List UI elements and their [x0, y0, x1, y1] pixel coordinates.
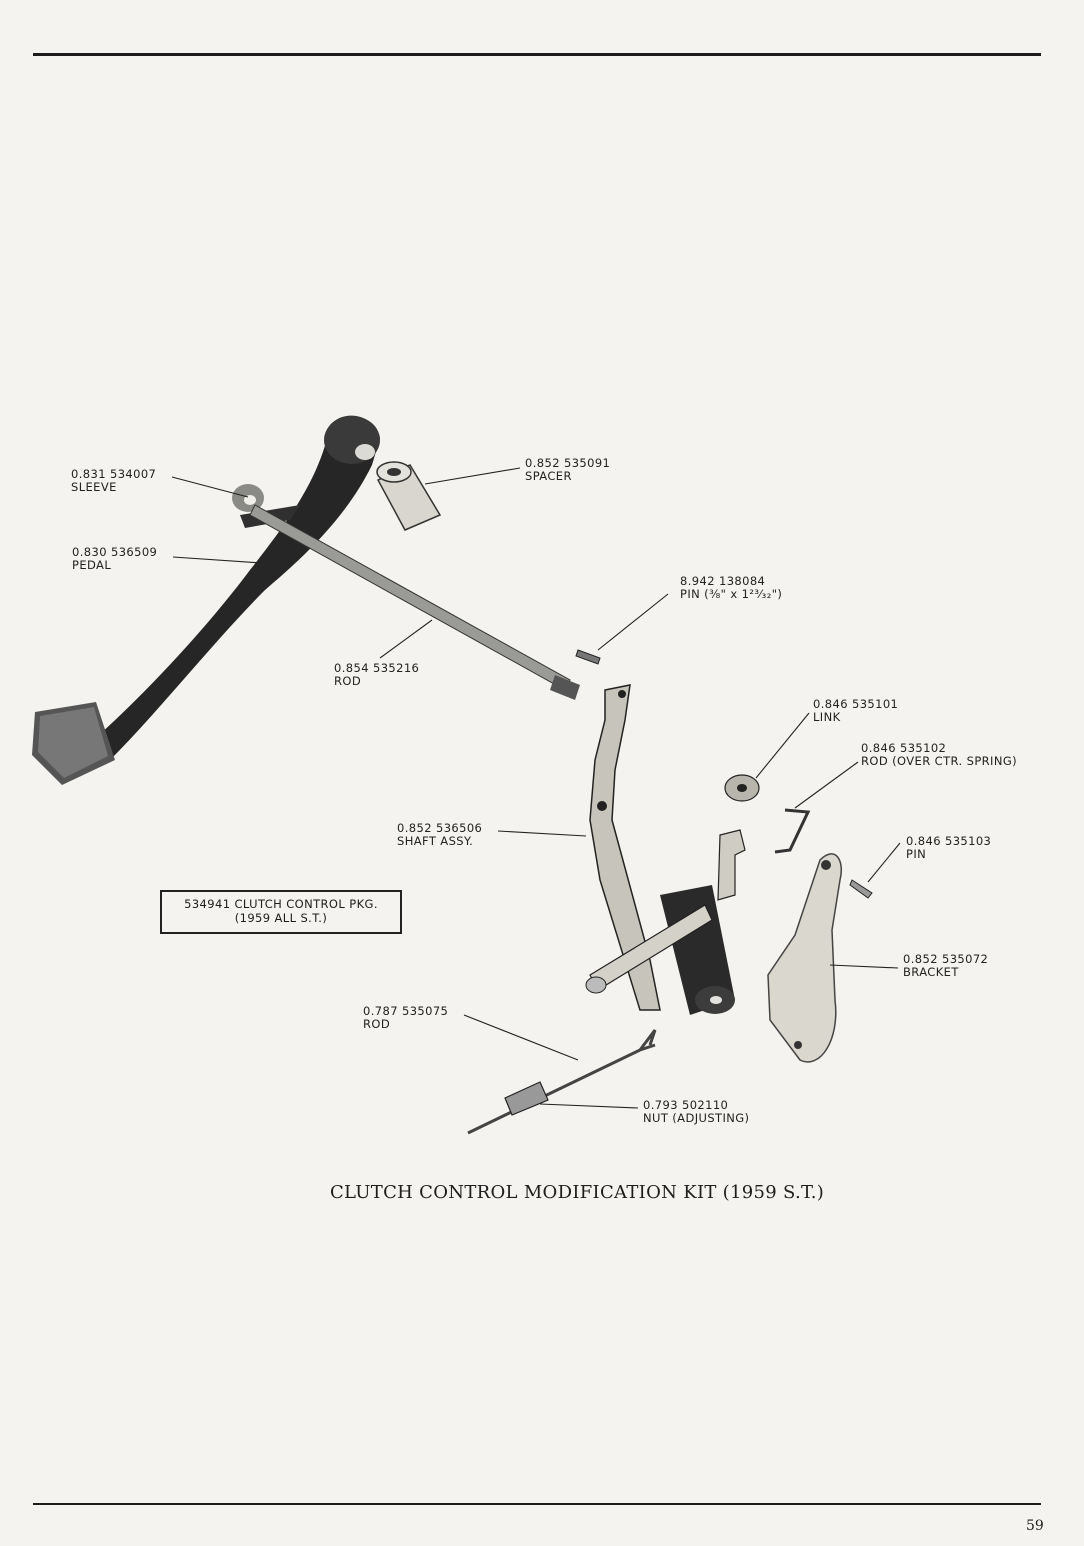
part-label-pin-535103: 0.846 535103 PIN: [906, 835, 991, 861]
part-label-nut-adjusting: 0.793 502110 NUT (ADJUSTING): [643, 1099, 749, 1125]
part-name: LINK: [813, 710, 841, 724]
figure-caption: CLUTCH CONTROL MODIFICATION KIT (1959 S.…: [329, 1182, 825, 1203]
part-name: SLEEVE: [71, 480, 117, 494]
part-label-spacer: 0.852 535091 SPACER: [525, 457, 610, 483]
part-label-rod-535216: 0.854 535216 ROD: [334, 662, 419, 688]
part-number: 0.831 534007: [71, 467, 157, 481]
part-name: PIN: [906, 847, 927, 861]
part-number: 0.793 502110: [643, 1098, 729, 1112]
part-number: 0.852 535091: [525, 456, 611, 470]
part-label-bracket: 0.852 535072 BRACKET: [903, 953, 988, 979]
part-name: ROD: [363, 1017, 391, 1031]
part-number: 0.787 535075: [363, 1004, 449, 1018]
bottom-rule: [33, 1503, 1041, 1505]
part-label-rod-over-ctr-spring: 0.846 535102 ROD (OVER CTR. SPRING): [861, 742, 1017, 768]
part-name: PEDAL: [72, 558, 112, 572]
part-name: SPACER: [525, 469, 572, 483]
part-label-pin-138084: 8.942 138084 PIN (⅜" x 1²³⁄₃₂"): [680, 575, 782, 601]
part-name: BRACKET: [903, 965, 959, 979]
part-number: 0.846 535101: [813, 697, 899, 711]
part-label-pedal: 0.830 536509 PEDAL: [72, 546, 157, 572]
part-number: 0.830 536509: [72, 545, 158, 559]
top-rule: [33, 53, 1041, 56]
part-label-link: 0.846 535101 LINK: [813, 698, 898, 724]
package-box-line2: (1959 ALL S.T.): [234, 911, 328, 925]
page-number: 59: [1026, 1518, 1044, 1534]
part-number: 0.854 535216: [334, 661, 420, 675]
part-number: 0.846 535103: [906, 834, 992, 848]
part-number: 0.852 536506: [397, 821, 483, 835]
part-name: PIN (⅜" x 1²³⁄₃₂"): [680, 587, 783, 601]
part-number: 0.852 535072: [903, 952, 989, 966]
part-number: 8.942 138084: [680, 574, 766, 588]
package-box: 534941 CLUTCH CONTROL PKG. (1959 ALL S.T…: [160, 890, 402, 934]
part-name: NUT (ADJUSTING): [643, 1111, 750, 1125]
package-box-line1: 534941 CLUTCH CONTROL PKG.: [184, 897, 378, 911]
part-label-sleeve: 0.831 534007 SLEEVE: [71, 468, 156, 494]
part-number: 0.846 535102: [861, 741, 947, 755]
part-name: SHAFT ASSY.: [397, 834, 474, 848]
part-label-shaft-assy: 0.852 536506 SHAFT ASSY.: [397, 822, 482, 848]
part-name: ROD (OVER CTR. SPRING): [861, 754, 1018, 768]
part-label-rod-535075: 0.787 535075 ROD: [363, 1005, 448, 1031]
part-name: ROD: [334, 674, 362, 688]
